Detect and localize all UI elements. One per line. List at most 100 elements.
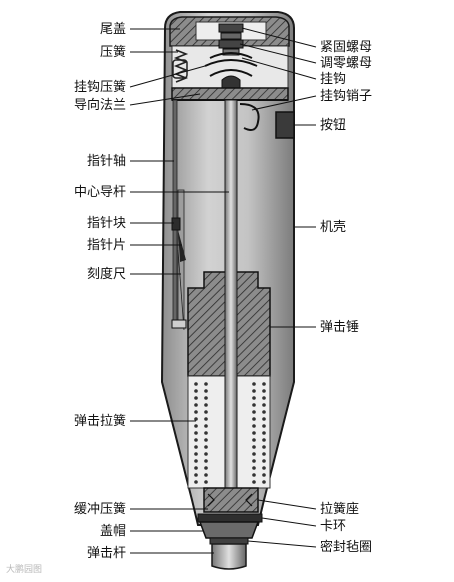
spring-coil-dot <box>204 431 208 435</box>
cap-shape <box>198 521 260 539</box>
spring-coil-dot <box>252 459 256 463</box>
impact-rod-shape <box>211 543 247 570</box>
label-button: 按钮 <box>320 118 347 133</box>
leader-line <box>129 65 206 88</box>
label-guide-flange: 导向法兰 <box>74 98 127 113</box>
leader-line <box>241 27 317 48</box>
hook-pin-shape <box>239 103 260 131</box>
spring-coil-dot <box>194 438 198 442</box>
label-lock-nut: 紧固螺母 <box>320 40 373 55</box>
spring-coil-dot <box>194 410 198 414</box>
spring-coil-dot <box>194 403 198 407</box>
buffer-spring-shape <box>207 493 253 507</box>
spring-coil-dot <box>262 403 266 407</box>
spring-coil-dot <box>262 431 266 435</box>
pressure-spring-shape <box>172 49 189 83</box>
label-snap-ring: 卡环 <box>320 519 347 534</box>
spring-coil-dot <box>252 382 256 386</box>
label-center-guide-rod: 中心导杆 <box>74 185 127 200</box>
label-cap: 盖帽 <box>100 524 127 539</box>
spring-coil-dot <box>252 480 256 484</box>
spring-coil-dot <box>262 445 266 449</box>
spring-coil-dot <box>204 438 208 442</box>
spring-coil-dot <box>262 417 266 421</box>
spring-coil-dot <box>204 473 208 477</box>
spring-coil-dot <box>194 473 198 477</box>
spring-coil-dot <box>262 452 266 456</box>
label-zero-adjust-nut: 调零螺母 <box>320 56 373 71</box>
watermark: 大鹏园图 <box>6 565 43 575</box>
spring-coil-dot <box>252 452 256 456</box>
pointer-shaft-shape <box>172 99 178 329</box>
label-buffer-spring: 缓冲压簧 <box>74 502 127 517</box>
snap-ring-shape <box>197 513 263 523</box>
pointer-block-shape <box>171 217 181 231</box>
spring-coil-dot <box>204 445 208 449</box>
label-felt-seal-ring: 密封毡圈 <box>320 540 373 555</box>
spring-coil-dot <box>204 459 208 463</box>
spring-coil-dot <box>262 466 266 470</box>
leader-line <box>247 540 317 548</box>
label-pointer-shaft: 指针轴 <box>87 154 127 169</box>
impact-tension-spring-shape <box>194 382 266 484</box>
label-pointer-plate: 指针片 <box>87 238 127 253</box>
spring-coil-dot <box>262 396 266 400</box>
spring-coil-dot <box>252 473 256 477</box>
felt-seal-ring-shape <box>209 537 249 545</box>
spring-coil-dot <box>204 480 208 484</box>
spring-seat-shape <box>203 487 259 513</box>
label-housing: 机壳 <box>320 220 347 235</box>
spring-coil-dot <box>262 389 266 393</box>
leader-line <box>239 43 317 64</box>
label-impact-hammer: 弹击锤 <box>320 320 360 335</box>
spring-coil-dot <box>262 382 266 386</box>
guide-flange-shape <box>171 87 289 101</box>
spring-coil-dot <box>262 473 266 477</box>
spring-coil-dot <box>194 396 198 400</box>
hook-shape <box>204 52 258 91</box>
spring-coil-dot <box>204 424 208 428</box>
button-shape <box>275 111 295 139</box>
spring-coil-dot <box>252 445 256 449</box>
label-impact-tension-spring: 弹击拉簧 <box>74 414 127 429</box>
spring-coil-dot <box>252 438 256 442</box>
label-hook-pin: 挂钩销子 <box>320 89 373 104</box>
label-impact-rod: 弹击杆 <box>87 546 127 561</box>
center-guide-rod-shape <box>224 99 238 511</box>
pointer-plate-shape <box>178 230 186 262</box>
spring-coil-dot <box>252 410 256 414</box>
nut-stack <box>218 23 244 56</box>
spring-coil-dot <box>204 389 208 393</box>
spring-coil-dot <box>194 382 198 386</box>
label-tail-cap: 尾盖 <box>100 22 127 37</box>
leader-line <box>261 517 317 527</box>
spring-coil-dot <box>194 389 198 393</box>
spring-coil-dot <box>252 417 256 421</box>
spring-coil-dot <box>252 424 256 428</box>
spring-coil-dot <box>252 389 256 393</box>
spring-coil-dot <box>194 452 198 456</box>
spring-coil-dot <box>252 396 256 400</box>
spring-coil-dot <box>194 466 198 470</box>
spring-coil-dot <box>194 431 198 435</box>
spring-coil-dot <box>262 480 266 484</box>
spring-coil-dot <box>204 382 208 386</box>
spring-coil-dot <box>204 417 208 421</box>
spring-coil-dot <box>204 403 208 407</box>
label-pointer-block: 指针块 <box>87 216 127 231</box>
leader-line <box>251 95 317 111</box>
spring-coil-dot <box>262 410 266 414</box>
spring-coil-dot <box>194 417 198 421</box>
label-spring-seat: 拉簧座 <box>320 502 360 517</box>
spring-coil-dot <box>252 403 256 407</box>
label-scale-ruler: 刻度尺 <box>87 267 127 282</box>
leader-line <box>257 499 317 510</box>
spring-coil-dot <box>204 466 208 470</box>
leader-line <box>129 93 201 106</box>
spring-coil-dot <box>252 466 256 470</box>
spring-coil-dot <box>204 452 208 456</box>
spring-coil-dot <box>194 480 198 484</box>
spring-coil-dot <box>252 431 256 435</box>
